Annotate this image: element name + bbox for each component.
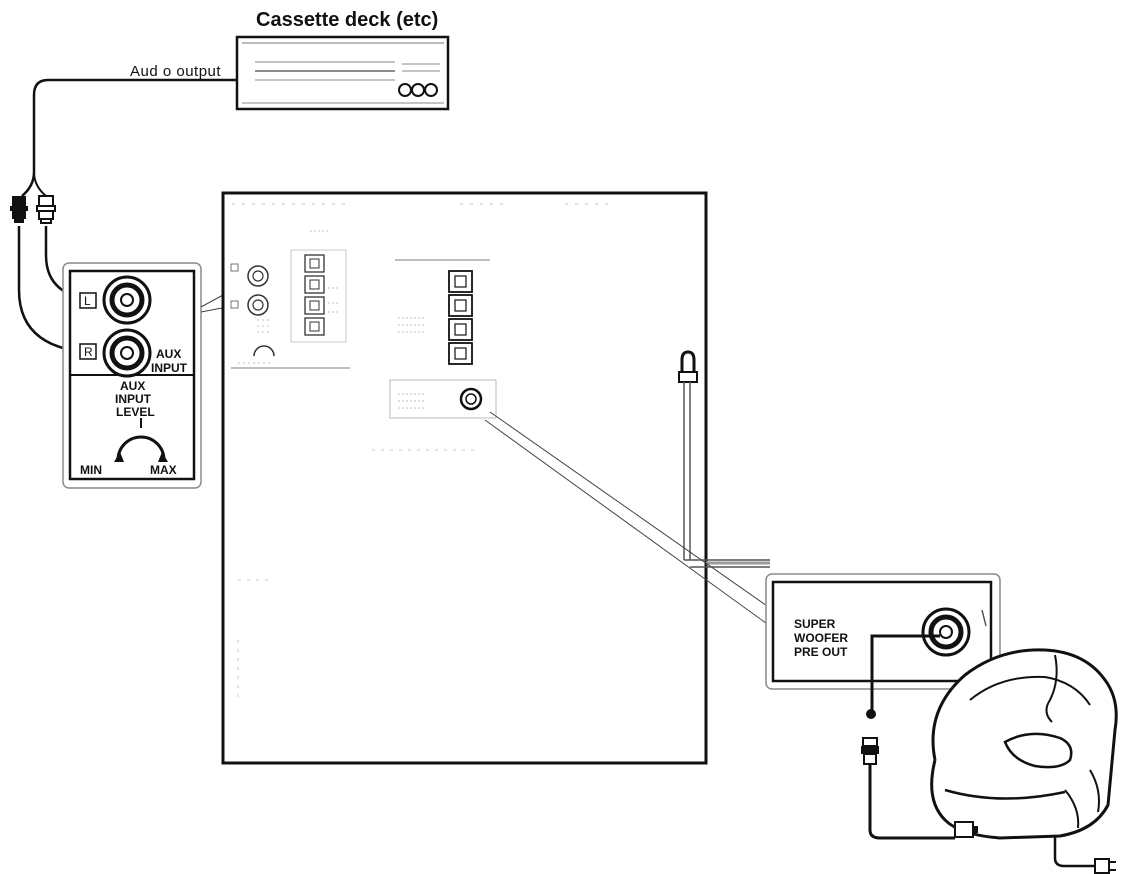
rca-plug-right <box>10 196 28 223</box>
aux-level-label-line2: INPUT <box>115 392 152 406</box>
right-channel-box <box>79 343 97 360</box>
audio-output-cable-branch <box>33 171 47 197</box>
subwoofer-panel-inner <box>771 580 993 683</box>
right-channel-label: R <box>84 345 93 359</box>
subwoofer-callout-line-top <box>489 411 771 609</box>
aux-jack-left <box>102 275 152 325</box>
main-unit <box>221 191 770 765</box>
subwoofer-label-line2: WOOFER <box>794 631 848 645</box>
subwoofer-callout-line-bottom <box>484 419 771 627</box>
aux-level-knob <box>114 418 168 462</box>
subwoofer-speaker <box>930 648 1118 874</box>
aux-level-label-line3: LEVEL <box>116 405 155 419</box>
subwoofer-label-line3: PRE OUT <box>794 645 848 659</box>
left-channel-box <box>79 292 97 309</box>
audio-output-label: Aud o output <box>130 63 221 80</box>
left-channel-label: L <box>84 294 91 308</box>
subwoofer-rca-plug <box>861 737 879 765</box>
rca-plug-left <box>36 195 56 224</box>
aux-level-max-label: MAX <box>150 463 177 477</box>
aux-level-label-line1: AUX <box>120 379 145 393</box>
aux-input-label-line2: INPUT <box>151 361 188 375</box>
cassette-deck: Cassette deck (etc) Aud o output <box>130 9 450 111</box>
aux-jack-right <box>102 328 152 378</box>
audio-output-cable <box>21 78 237 197</box>
cassette-deck-knob-2 <box>411 83 425 97</box>
subwoofer-input-cable <box>868 764 955 840</box>
cassette-deck-knob-3 <box>424 83 438 97</box>
aux-level-min-label: MIN <box>80 463 102 477</box>
subwoofer-panel: SUPER WOOFER PRE OUT <box>765 573 1001 690</box>
power-cord <box>680 350 696 375</box>
cassette-deck-title: Cassette deck (etc) <box>256 9 438 31</box>
subwoofer-label-line1: SUPER <box>794 617 836 631</box>
aux-input-label-line1: AUX <box>156 347 181 361</box>
aux-input-panel: L R AUX INPUT AUX INPUT LEVEL MIN MAX <box>62 262 202 489</box>
subwoofer-pre-out-jack <box>921 607 971 657</box>
subwoofer-cable <box>870 634 940 712</box>
cassette-deck-knob-1 <box>398 83 412 97</box>
subwoofer-panel-frame <box>765 573 1001 690</box>
cassette-deck-body <box>235 35 450 111</box>
